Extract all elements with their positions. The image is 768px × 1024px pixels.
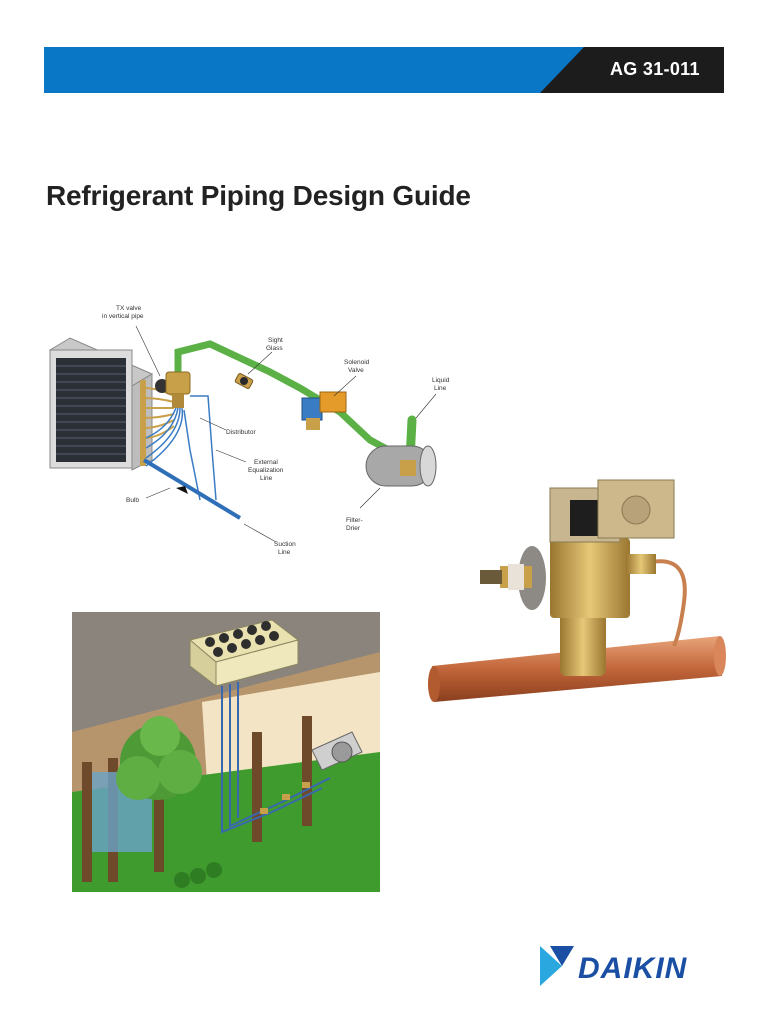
evaporator-coil bbox=[48, 337, 175, 471]
tx-valve bbox=[155, 371, 191, 408]
sight-glass bbox=[234, 373, 254, 389]
label-tx-valve-1: TX valve bbox=[116, 305, 142, 312]
header-band: AG 31-011 bbox=[44, 47, 724, 93]
liquid-line-pipe bbox=[174, 340, 417, 465]
suction-line-pipe bbox=[142, 458, 242, 520]
flow-arrow bbox=[176, 486, 188, 494]
riser-pipes bbox=[221, 682, 331, 834]
label-filter-2: Drier bbox=[346, 525, 361, 532]
daikin-logo: DAIKIN bbox=[540, 944, 726, 993]
filter-drier bbox=[365, 445, 437, 487]
distributor-tubes bbox=[145, 395, 217, 501]
tree bbox=[116, 716, 202, 872]
label-sight-glass-2: Glass bbox=[266, 345, 283, 352]
label-tx-valve-2: in vertical pipe bbox=[102, 313, 144, 320]
label-liquid-2: Line bbox=[434, 385, 447, 392]
label-distributor: Distributor bbox=[226, 429, 256, 436]
label-liquid-1: Liquid bbox=[432, 377, 450, 384]
evaporator-unit bbox=[311, 731, 363, 771]
logo-mark-icon bbox=[540, 946, 562, 986]
valve-photo bbox=[428, 479, 726, 702]
leader-lines bbox=[135, 325, 437, 543]
solenoid-valve bbox=[301, 391, 347, 430]
label-bulb: Bulb bbox=[126, 497, 139, 504]
building-cutaway-illustration bbox=[72, 612, 380, 892]
piping-diagram: TX valve in vertical pipe Sight Glass So… bbox=[48, 305, 450, 556]
label-ext-eq-2: Equalization bbox=[248, 467, 284, 474]
logo-text: DAIKIN bbox=[578, 952, 688, 985]
label-filter-1: Filter- bbox=[346, 517, 363, 524]
label-solenoid-1: Solenoid bbox=[344, 359, 370, 366]
valve-body bbox=[560, 610, 606, 676]
label-sight-glass-1: Sight bbox=[268, 337, 283, 344]
label-ext-eq-3: Line bbox=[260, 475, 273, 482]
label-ext-eq-1: External bbox=[254, 459, 278, 466]
rooftop-condensing-unit bbox=[188, 619, 300, 688]
header-band-shape bbox=[44, 47, 724, 93]
page-title: Refrigerant Piping Design Guide bbox=[46, 180, 471, 211]
valves bbox=[260, 782, 310, 814]
document-number: AG 31-011 bbox=[610, 59, 700, 79]
label-suction-1: Suction bbox=[274, 541, 296, 548]
label-suction-2: Line bbox=[278, 549, 291, 556]
shrubs bbox=[174, 862, 222, 888]
equalizer-tube bbox=[651, 559, 687, 647]
label-solenoid-2: Valve bbox=[348, 367, 364, 374]
